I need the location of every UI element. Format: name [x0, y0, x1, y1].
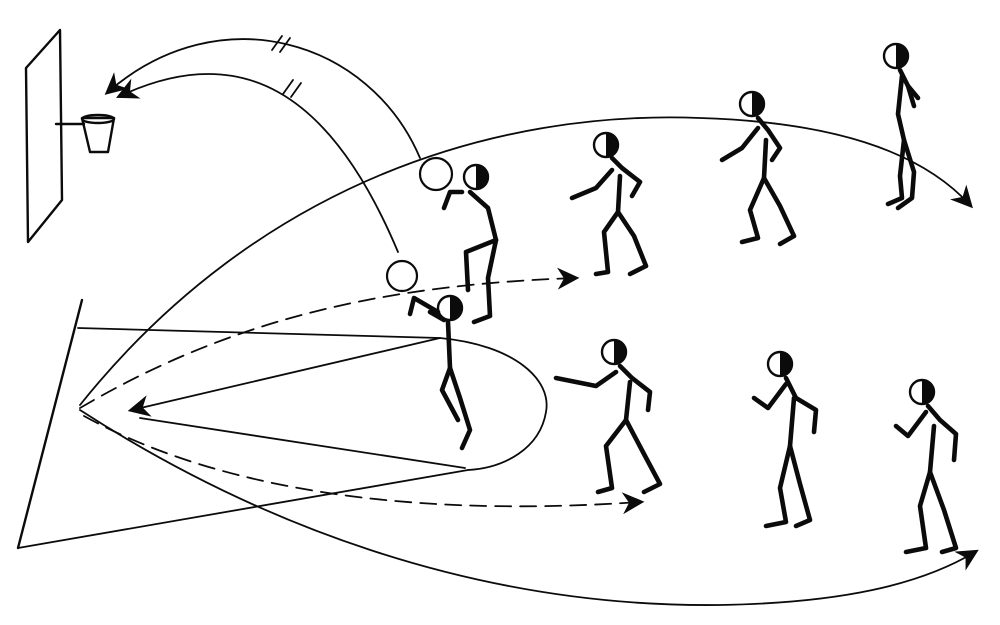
basket [54, 113, 116, 154]
player-jumping-shooter-lower [385, 259, 473, 451]
pass-mark-lower [282, 79, 302, 98]
player-bottom-3 [893, 378, 959, 555]
player-bottom-2 [751, 350, 819, 529]
ball-flight-arc-lower [116, 73, 399, 253]
pass-mark-upper [271, 35, 291, 53]
player-top-1 [569, 131, 649, 277]
player-bottom-1 [553, 338, 663, 495]
player-top-3 [882, 42, 921, 211]
court-lines [16, 298, 548, 550]
movement-path-top [79, 116, 973, 406]
movement-path-bottom [79, 409, 979, 606]
dashed-path-lower [83, 415, 645, 515]
player-jumping-shooter-upper [418, 156, 499, 325]
dashed-path-upper [79, 267, 580, 409]
arrow-to-vertex-upper [127, 337, 441, 417]
ball-flight-arc-upper [104, 35, 421, 159]
player-top-2 [719, 90, 797, 247]
ball-upper [418, 156, 454, 192]
backboard [24, 28, 64, 244]
arrow-to-vertex-lower [139, 417, 466, 469]
ball-lower [385, 259, 419, 293]
